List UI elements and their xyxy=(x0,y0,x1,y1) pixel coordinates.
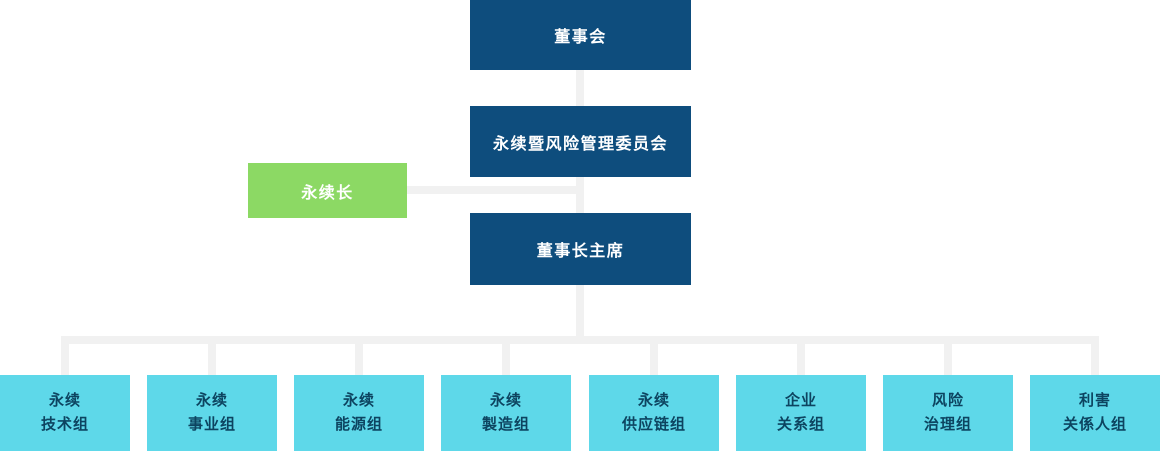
connector-drop-7 xyxy=(944,336,952,375)
connector-drop-6 xyxy=(797,336,805,375)
node-group-4: 永续 製造组 xyxy=(441,375,571,451)
node-group-1-line1: 永续 xyxy=(48,392,81,409)
node-cso: 永续长 xyxy=(248,163,407,218)
node-group-6-line2: 关系组 xyxy=(776,416,825,433)
node-group-4-line2: 製造组 xyxy=(481,416,530,433)
node-group-7: 风险 治理组 xyxy=(883,375,1013,451)
node-board: 董事会 xyxy=(470,0,691,70)
node-group-3: 永续 能源组 xyxy=(294,375,424,451)
node-group-7-line1: 风险 xyxy=(931,392,964,409)
connector-drop-5 xyxy=(650,336,658,375)
node-group-2: 永续 事业组 xyxy=(147,375,277,451)
node-group-7-line2: 治理组 xyxy=(923,416,972,433)
node-group-6: 企业 关系组 xyxy=(736,375,866,451)
node-committee: 永续暨风险管理委员会 xyxy=(470,106,691,177)
node-group-2-line1: 永续 xyxy=(195,392,228,409)
connector-horizontal-bar xyxy=(61,336,1099,344)
node-group-5-line2: 供应链组 xyxy=(621,416,686,433)
connector-committee-chairman xyxy=(576,177,584,213)
node-group-3-line1: 永续 xyxy=(342,392,375,409)
node-group-5-line1: 永续 xyxy=(637,392,670,409)
connector-drop-4 xyxy=(502,336,510,375)
node-group-2-line2: 事业组 xyxy=(187,416,236,433)
node-group-8-line1: 利害 xyxy=(1078,392,1111,409)
connector-drop-8 xyxy=(1091,336,1099,375)
connector-board-committee xyxy=(576,70,584,106)
connector-drop-2 xyxy=(208,336,216,375)
node-group-3-line2: 能源组 xyxy=(334,416,383,433)
node-chairman: 董事长主席 xyxy=(470,213,691,285)
node-group-5: 永续 供应链组 xyxy=(589,375,719,451)
node-group-4-line1: 永续 xyxy=(489,392,522,409)
connector-chairman-bar xyxy=(576,285,584,344)
node-group-1-line2: 技术组 xyxy=(40,416,89,433)
connector-drop-3 xyxy=(355,336,363,375)
connector-drop-1 xyxy=(61,336,69,375)
node-committee-label: 永续暨风险管理委员会 xyxy=(492,135,668,153)
node-cso-label: 永续长 xyxy=(301,184,354,202)
connector-cso-branch xyxy=(407,186,584,194)
node-board-label: 董事会 xyxy=(554,29,607,46)
node-group-6-line1: 企业 xyxy=(784,392,817,409)
node-group-8: 利害 关係人组 xyxy=(1030,375,1160,451)
node-group-1: 永续 技术组 xyxy=(0,375,130,451)
node-group-8-line2: 关係人组 xyxy=(1062,416,1127,433)
node-chairman-label: 董事长主席 xyxy=(536,243,625,260)
